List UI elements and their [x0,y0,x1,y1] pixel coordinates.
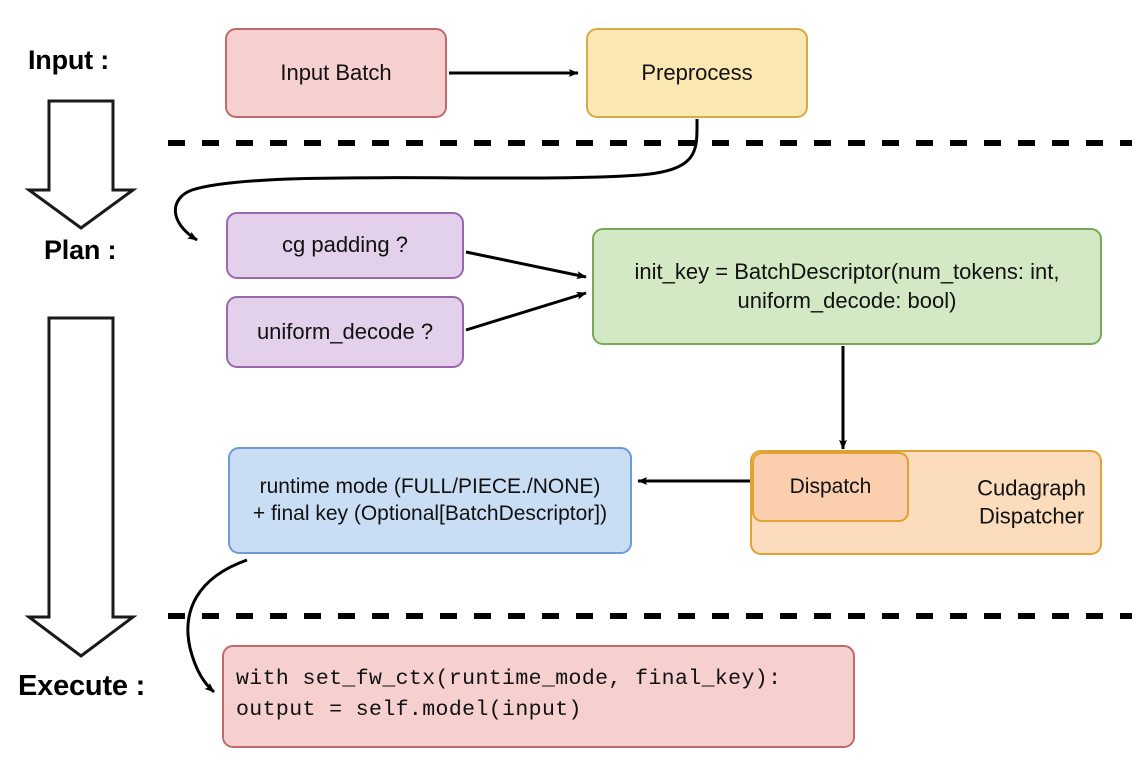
input-to-plan-block-arrow [24,99,138,230]
node-dispatch[interactable]: Dispatch [752,452,909,522]
cudagraph-dispatcher-label: Cudagraph Dispatcher [977,474,1086,529]
node-cg-padding[interactable]: cg padding ? [226,212,464,279]
node-uniform-decode[interactable]: uniform_decode ? [226,296,464,368]
stage-label-plan: Plan : [44,235,117,265]
node-input-batch[interactable]: Input Batch [225,28,447,118]
node-preprocess[interactable]: Preprocess [586,28,808,118]
plan-to-execute-block-arrow [24,316,138,658]
node-init-key[interactable]: init_key = BatchDescriptor(num_tokens: i… [592,228,1102,345]
node-execute-code[interactable]: with set_fw_ctx(runtime_mode, final_key)… [222,645,855,748]
stage-label-input: Input : [28,45,110,75]
stage-label-execute: Execute : [18,670,146,702]
node-runtime-mode[interactable]: runtime mode (FULL/PIECE./NONE) + final … [228,447,632,554]
arrow-uniform-decode-to-init-key [465,291,587,332]
arrow-cg-padding-to-init-key [465,250,587,280]
